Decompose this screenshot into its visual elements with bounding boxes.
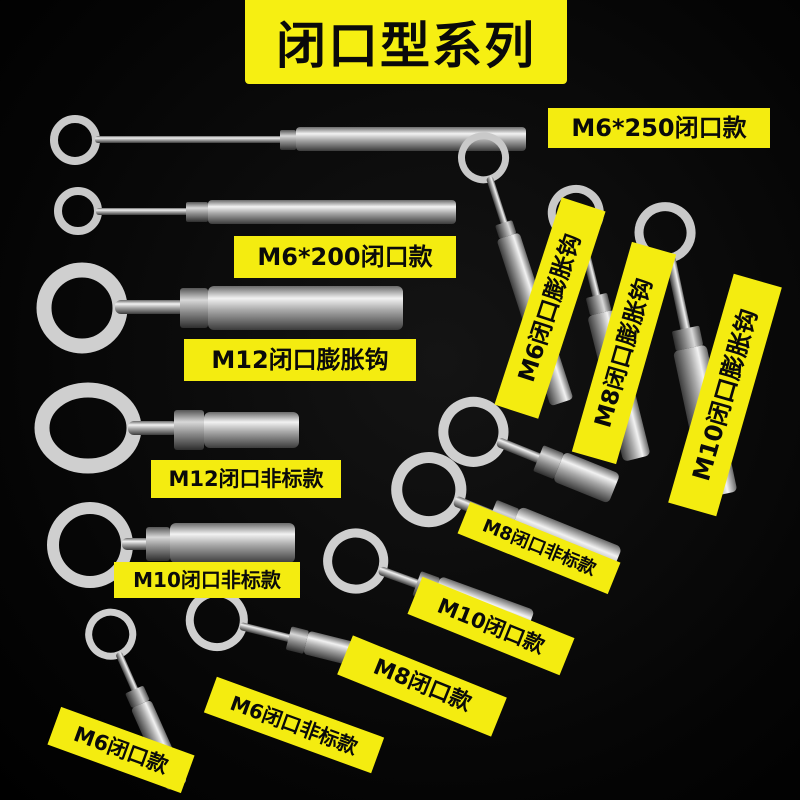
title-banner: 闭口型系列 (245, 0, 567, 84)
bolt-m10-nonstandard (47, 502, 295, 588)
label-m6-250: M6*250闭口款 (548, 108, 770, 148)
label-m6-200: M6*200闭口款 (234, 236, 456, 278)
bolt-m12-expansion (36, 262, 403, 354)
page-title: 闭口型系列 (276, 17, 536, 75)
bolt-m12-nonstandard (34, 382, 299, 474)
bolt-m6-250 (50, 115, 526, 165)
bolt-m8-nonstandard (438, 396, 619, 503)
bolt-m6-200 (54, 187, 456, 235)
label-m10-nonstandard: M10闭口非标款 (114, 562, 300, 598)
label-m12-nonstandard: M12闭口非标款 (151, 460, 341, 498)
label-m12-expansion: M12闭口膨胀钩 (184, 339, 416, 381)
